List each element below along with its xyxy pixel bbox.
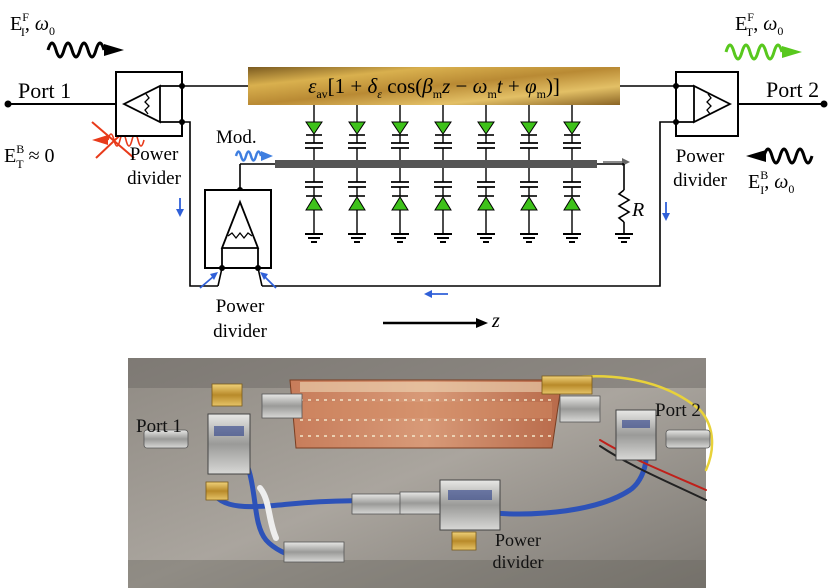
left-power-divider bbox=[115, 71, 185, 137]
prototype-pcb bbox=[289, 379, 563, 449]
bottom-flow-arrow-icon bbox=[424, 290, 448, 298]
varactor-diode-icon bbox=[391, 121, 409, 135]
varactor-diode-icon bbox=[520, 196, 538, 211]
modulation-label: Mod. bbox=[216, 127, 257, 148]
port1-terminal bbox=[4, 100, 12, 108]
transmitted-forward-wave-icon bbox=[724, 43, 802, 61]
modulation-line bbox=[275, 160, 597, 168]
left-flow-arrow-icon bbox=[176, 198, 184, 217]
permittivity-expression: εav[1 + δε cos(βmz − ωmt + φm)] bbox=[308, 74, 560, 101]
prototype-divider-port1 bbox=[207, 413, 251, 475]
prototype-divider-center bbox=[439, 479, 501, 531]
prototype-connectors bbox=[143, 375, 711, 563]
varactor-diode-icon bbox=[563, 196, 581, 211]
varactor-diode-icon bbox=[520, 121, 538, 135]
port2-label: Port 2 bbox=[766, 77, 819, 102]
varactor-diode-icon bbox=[305, 196, 323, 211]
bottom-power-divider bbox=[204, 163, 275, 287]
varactor-diode-icon bbox=[348, 121, 366, 135]
feedback-loop bbox=[182, 121, 676, 287]
incident-forward-wave-icon bbox=[46, 41, 124, 59]
varactor-diode-icon bbox=[563, 121, 581, 135]
varactor-array bbox=[305, 105, 581, 243]
z-axis-label: z bbox=[491, 310, 500, 332]
right-flow-arrow-icon bbox=[662, 202, 670, 221]
right-power-divider bbox=[673, 71, 739, 137]
varactor-diode-icon bbox=[434, 196, 452, 211]
photo-port1-label: Port 1 bbox=[136, 416, 182, 437]
resistor-label: R bbox=[631, 199, 644, 221]
varactor-diode-icon bbox=[348, 196, 366, 211]
port1-label: Port 1 bbox=[18, 78, 71, 103]
bottom-divider-input-arrows-icon bbox=[199, 272, 277, 289]
varactor-diode-icon bbox=[477, 121, 495, 135]
varactor-diode-icon bbox=[305, 121, 323, 135]
modulation-wave-icon bbox=[234, 150, 273, 162]
port2-terminal bbox=[820, 100, 828, 108]
termination-resistor bbox=[597, 163, 633, 243]
varactor-diode-icon bbox=[434, 121, 452, 135]
varactor-diode-icon bbox=[391, 196, 409, 211]
photo-port2-label: Port 2 bbox=[655, 400, 701, 421]
z-axis-arrow-icon bbox=[383, 318, 488, 328]
modulated-strip bbox=[248, 67, 620, 105]
incident-backward-wave-icon bbox=[746, 147, 814, 165]
varactor-diode-icon bbox=[477, 196, 495, 211]
prototype-divider-port2 bbox=[615, 409, 657, 461]
